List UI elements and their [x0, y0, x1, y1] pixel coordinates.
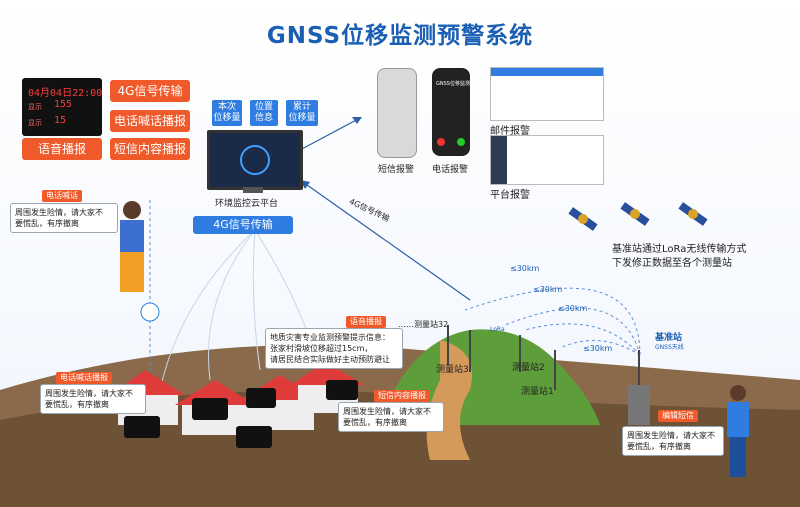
distance-2: ≤30km: [533, 285, 563, 294]
station-32-label: ……测量站32: [398, 320, 449, 329]
led-display-panel: 04月04日22:00 显示 155 显示 15: [22, 78, 102, 136]
platform-label: 环境监控云平台: [215, 199, 279, 209]
lora-caption: 基准站通过LoRa无线传输方式 下发修正数据至各个测量站: [612, 244, 747, 269]
station-2-label: 测量站2: [512, 363, 545, 373]
person-left-icon: [120, 201, 144, 292]
led-broadcast-bubble: 周围发生险情，请大家不 要慌乱，有序撤离: [40, 384, 146, 414]
platform-4g-band: 4G信号传输: [193, 216, 293, 234]
base-station-pillar: [628, 385, 650, 425]
person-right-icon: [727, 385, 749, 477]
lora-arc-4: [559, 339, 641, 356]
voice-broadcast-bubble: 地质灾害专业监测预警提示信息： 张家村滑坡位移超过15cm， 请居民结合实际做好…: [265, 328, 403, 369]
4g-upload-line: [299, 179, 471, 301]
metric-position-info: 位置 信息: [250, 100, 278, 126]
signal-fan-4: [159, 229, 256, 391]
lora-arc-3: [524, 323, 641, 356]
tag-4g-transmission: 4G信号传输: [110, 80, 190, 102]
house-led-4: [246, 388, 276, 408]
house-led-1: [124, 416, 160, 438]
edit-sms-bubble: 周围发生险情，请大家不 要慌乱，有序撤离: [622, 426, 724, 456]
distance-3: ≤30km: [558, 304, 588, 313]
house-led-2: [192, 398, 228, 420]
sms-broadcast-tag: 短信内容播报: [374, 390, 430, 402]
tag-voice-broadcast: 语音播报: [22, 138, 102, 160]
house-led-5: [326, 380, 358, 400]
page-title: GNSS位移监测预警系统: [266, 23, 534, 49]
phone-call-bubble: 周围发生险情，请大家不 要慌乱，有序撤离: [10, 203, 118, 233]
led-row2-value: 155: [54, 99, 73, 110]
platform-alert-line: [299, 117, 361, 151]
base-station-label: 基准站: [655, 333, 683, 343]
led-broadcast-tag: 电话喊话播报: [56, 372, 112, 384]
signal-fan-1: [207, 229, 256, 381]
sms-phone: [377, 68, 417, 158]
led-row3-label: 显示: [28, 119, 42, 127]
monitor-screen: [207, 130, 303, 190]
lora-arc-2: [504, 307, 641, 356]
house-led-3: [236, 426, 272, 448]
lora-arc-1: [464, 287, 641, 356]
tag-sms-broadcast: 短信内容播报: [110, 138, 190, 160]
station-3-label: 测量站3: [436, 365, 469, 375]
email-alert-label: 邮件报警: [490, 126, 530, 137]
monitor-stand: [243, 187, 263, 193]
station-1-label: 测量站1: [521, 387, 554, 397]
sms-alert-label: 短信报警: [378, 165, 415, 175]
platform-alert-arrow: [352, 117, 362, 124]
email-alert-screen: [490, 67, 604, 121]
lora-badge: LoRa: [490, 326, 505, 333]
decline-call-icon: [437, 138, 445, 146]
sms-broadcast-bubble: 周围发生险情，请大家不 要慌乱，有序撤离: [338, 402, 444, 432]
call-phone-screen-label: GNSS位移监测预警: [436, 81, 480, 87]
monitor-globe-icon: [240, 145, 270, 175]
call-phone: GNSS位移监测预警: [432, 68, 480, 156]
accept-call-icon: [457, 138, 465, 146]
phone-alert-label: 电话报警: [432, 165, 469, 175]
email-titlebar: [491, 68, 603, 76]
edit-sms-tag: 编辑短信: [658, 410, 698, 422]
metric-this-displacement: 本次 位移量: [212, 100, 242, 126]
distance-1: ≤30km: [510, 264, 540, 273]
metric-total-displacement: 累计 位移量: [286, 100, 318, 126]
platform-alert-screen: [490, 135, 604, 185]
phone-call-tag: 电话喊话: [42, 190, 82, 202]
phone-call-icon: [140, 302, 160, 322]
satellite-icon: [568, 202, 708, 231]
tag-phone-broadcast: 电话喊话播报: [110, 110, 190, 132]
led-row2-label: 显示: [28, 103, 42, 111]
led-row-date: 04月04日22:00: [28, 88, 103, 99]
base-station-sub: GNSS天线: [655, 344, 684, 351]
led-row3-value: 15: [54, 115, 67, 126]
platform-sidebar: [491, 136, 507, 184]
voice-broadcast-tag: 语音播报: [346, 316, 386, 328]
platform-alert-label: 平台报警: [490, 190, 530, 201]
distance-4: ≤30km: [583, 344, 613, 353]
signal-fan-2: [252, 229, 261, 371]
